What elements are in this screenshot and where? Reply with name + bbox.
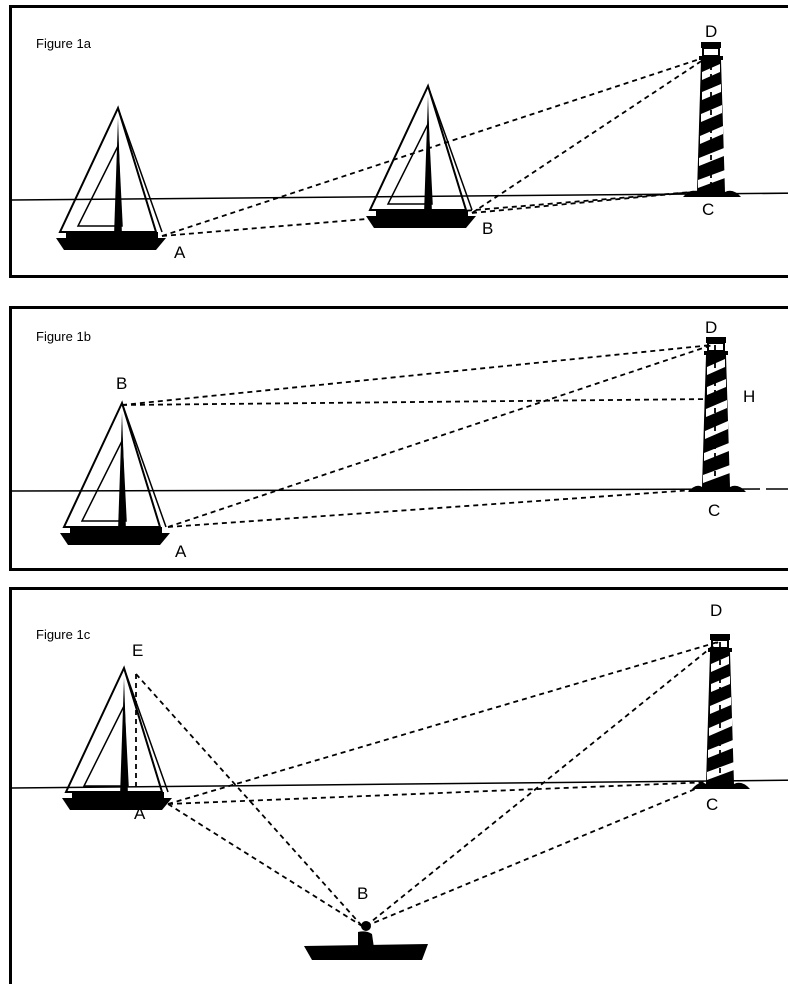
sailboat-icon [61,667,173,811]
point-a-label: A [174,243,186,262]
point-b-label: B [357,884,369,903]
point-c-label: C [706,795,719,814]
point-c-label: C [702,200,715,219]
lighthouse-icon [687,336,747,493]
line-a-c [167,781,713,805]
figure-1a-diagram [12,41,788,251]
rowboat-icon [304,921,428,960]
line-a-c [167,488,709,528]
point-e-label: E [132,641,144,660]
line-b-d [471,55,710,214]
line-b-c [365,781,713,927]
sailboat-icon [59,402,171,546]
line-b-h [121,398,713,406]
figure-title: Figure 1c [36,627,91,642]
line-b-c [471,190,705,214]
line-b-d [365,641,719,927]
horizon-line [12,488,761,492]
horizon-line [12,779,788,789]
point-a-label: A [134,804,146,823]
line-a-d [167,344,713,528]
point-h-label: H [743,387,756,406]
sailboat-icon [55,107,167,251]
point-d-label: D [705,318,718,337]
lighthouse-icon [682,41,742,198]
figure-1b-diagram [12,336,788,546]
sightlines [161,55,712,237]
figure-1c-diagram [12,633,788,960]
lighthouse-icon [691,633,751,790]
figure-1a-panel: Figure 1a A B C D [9,5,788,278]
figure-1c-panel: Figure 1c E A B C D [9,587,788,984]
sightlines [121,344,716,528]
point-a-label: A [175,542,187,561]
point-b-label: B [116,374,128,393]
sailboat-icon [365,85,477,229]
point-d-label: D [705,22,718,41]
line-a-b [167,803,363,927]
point-b-label: B [482,219,494,238]
line-e-b [135,673,363,927]
line-a-d [161,55,710,237]
figure-1b-panel: Figure 1b B A C D H [9,306,788,571]
figure-title: Figure 1b [36,329,91,344]
point-c-label: C [708,501,721,520]
line-a-c [161,190,705,237]
line-a-d [167,641,719,805]
figure-title: Figure 1a [36,36,91,51]
sightlines [135,641,721,927]
point-d-label: D [710,601,723,620]
